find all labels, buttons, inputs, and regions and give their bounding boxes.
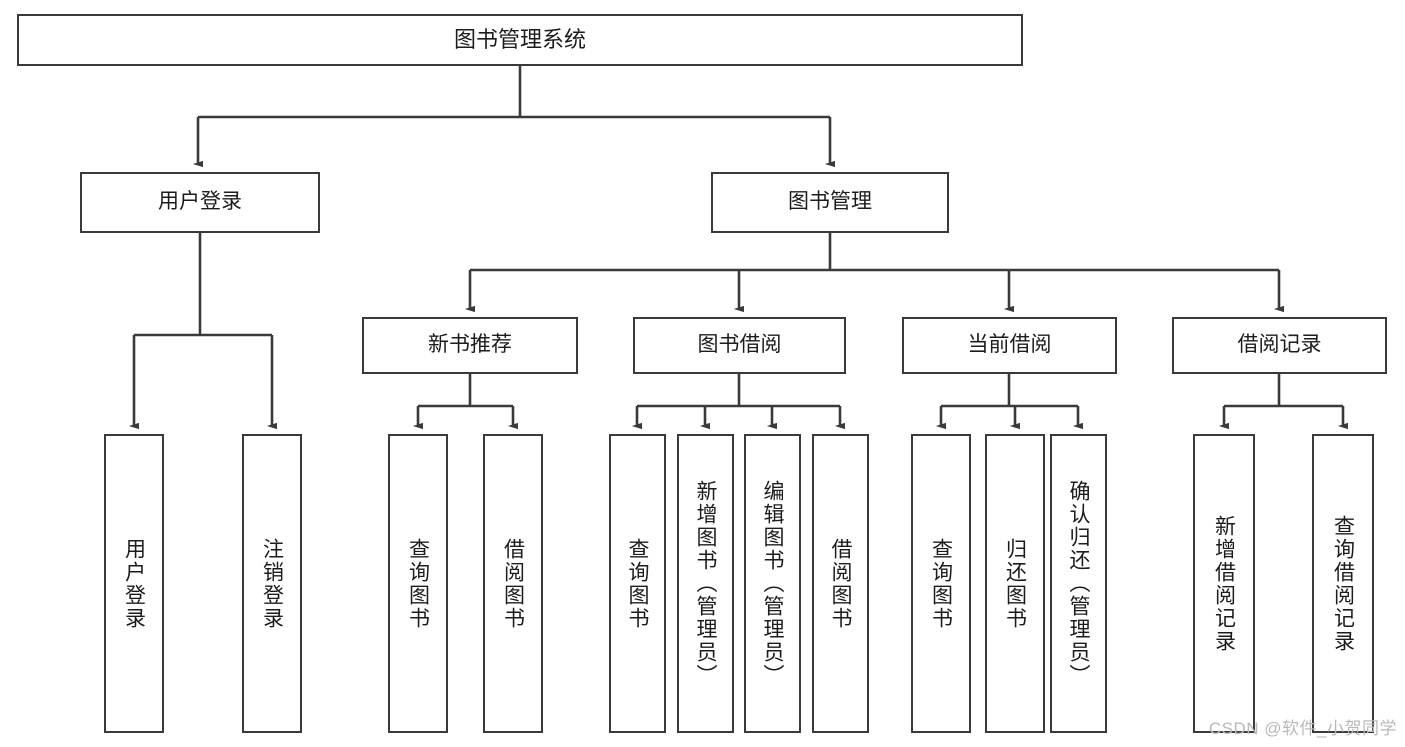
node-user-login: 用户登录 [80, 172, 320, 233]
node-new-book-recommend: 新书推荐 [362, 317, 578, 374]
node-leaf-query-book-1: 查询图书 [388, 434, 448, 733]
node-label: 确认归还（管理员） [1067, 480, 1090, 687]
node-label: 查询借阅记录 [1331, 514, 1355, 653]
node-label: 借阅图书 [501, 537, 525, 630]
node-label: 图书管理系统 [453, 27, 586, 53]
node-leaf-query-book-3: 查询图书 [911, 434, 971, 733]
node-book-manage: 图书管理 [711, 172, 949, 233]
node-label: 用户登录 [158, 190, 242, 214]
node-label: 用户登录 [122, 537, 146, 630]
node-leaf-user-logout: 注销登录 [242, 434, 302, 733]
node-label: 新书推荐 [428, 333, 512, 357]
node-label: 图书借阅 [697, 333, 782, 357]
node-leaf-query-record: 查询借阅记录 [1312, 434, 1374, 733]
node-book-borrow: 图书借阅 [633, 317, 846, 374]
node-leaf-edit-book: 编辑图书（管理员） [744, 434, 801, 733]
node-label: 借阅图书 [829, 537, 852, 630]
node-label: 新增图书（管理员） [694, 480, 717, 687]
node-label: 查询图书 [406, 537, 430, 630]
node-label: 新增借阅记录 [1212, 514, 1236, 653]
node-current-borrow: 当前借阅 [902, 317, 1117, 374]
node-borrow-record: 借阅记录 [1172, 317, 1387, 374]
node-label: 查询图书 [626, 537, 649, 630]
node-leaf-confirm-return: 确认归还（管理员） [1050, 434, 1107, 733]
node-leaf-query-book-2: 查询图书 [609, 434, 666, 733]
node-label: 查询图书 [929, 537, 953, 630]
node-label: 当前借阅 [967, 333, 1052, 357]
node-leaf-add-book: 新增图书（管理员） [677, 434, 734, 733]
node-leaf-borrow-book-1: 借阅图书 [483, 434, 543, 733]
node-leaf-borrow-book-2: 借阅图书 [812, 434, 869, 733]
node-label: 借阅记录 [1237, 333, 1322, 357]
node-label: 注销登录 [260, 537, 284, 630]
node-label: 归还图书 [1003, 537, 1027, 630]
node-label: 编辑图书（管理员） [761, 480, 784, 687]
connector-group [128, 66, 1349, 430]
node-leaf-return-book: 归还图书 [985, 434, 1045, 733]
node-label: 图书管理 [788, 190, 872, 214]
node-leaf-add-record: 新增借阅记录 [1193, 434, 1255, 733]
node-leaf-user-login: 用户登录 [104, 434, 164, 733]
node-root-图书管理系统: 图书管理系统 [17, 14, 1023, 66]
